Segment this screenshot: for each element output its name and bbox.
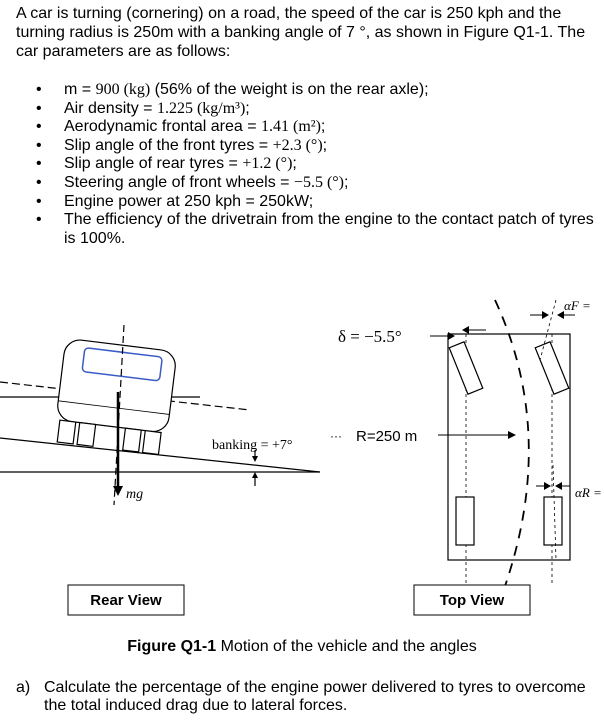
parameter-item: •Steering angle of front wheels = −5.5 (…: [36, 173, 349, 191]
question-a: a) Calculate the percentage of the engin…: [16, 679, 596, 715]
ellipsis-text: ···: [330, 429, 342, 443]
bullet-icon: •: [36, 136, 42, 154]
figure-q1-1: mg banking = +7° ··· Rear View: [0, 298, 602, 616]
bullet-icon: •: [36, 173, 42, 191]
question-label: a): [16, 679, 31, 696]
problem-intro: A car is turning (cornering) on a road, …: [16, 4, 596, 61]
mg-label: mg: [126, 487, 143, 502]
alpha-f-label: αF =: [564, 298, 591, 313]
car-body: [56, 339, 176, 456]
top-view-diagram: [430, 299, 575, 601]
rear-view-diagram: [0, 324, 321, 506]
rear-right-wheel: [543, 496, 563, 546]
banking-label: banking = +7°: [212, 438, 293, 453]
bullet-icon: •: [36, 155, 42, 173]
front-left-wheel: [448, 341, 484, 395]
banked-road-line: [0, 437, 321, 473]
bullet-icon: •: [36, 81, 42, 98]
bullet-icon: •: [36, 211, 42, 229]
rear-view-label: Rear View: [90, 592, 162, 609]
caption-bold: Figure Q1-1: [127, 638, 217, 655]
rear-left-wheel: [455, 496, 475, 546]
front-right-wheel: [534, 341, 570, 395]
intro-text: A car is turning (cornering) on a road, …: [16, 5, 586, 60]
turning-path: [494, 299, 530, 601]
delta-label: δ = −5.5°: [338, 327, 402, 346]
parameter-item: •Air density = 1.225 (kg/m³);: [36, 99, 250, 117]
bullet-icon: •: [36, 192, 42, 210]
question-text: Calculate the percentage of the engine p…: [44, 679, 586, 714]
bullet-icon: •: [36, 118, 42, 136]
parameter-item: •The efficiency of the drivetrain from t…: [36, 211, 594, 247]
top-view-label-box: Top View: [413, 584, 531, 616]
rear-view-label-box: Rear View: [67, 584, 185, 616]
bullet-icon: •: [36, 99, 42, 117]
parameter-item: •m = 900 (kg) (56% of the weight is on t…: [36, 81, 429, 98]
top-view-label: Top View: [440, 592, 505, 609]
figure-caption: Figure Q1-1 Motion of the vehicle and th…: [0, 638, 604, 656]
radius-label: R=250 m: [356, 428, 417, 445]
parameter-item: •Slip angle of the front tyres = +2.3 (°…: [36, 136, 328, 154]
parameter-item: •Engine power at 250 kph = 250kW;: [36, 192, 314, 210]
parameter-list: •m = 900 (kg) (56% of the weight is on t…: [36, 81, 596, 248]
caption-text: Motion of the vehicle and the angles: [216, 638, 477, 655]
parameter-item: •Aerodynamic frontal area = 1.41 (m²);: [36, 118, 326, 136]
alpha-r-label: αR =: [575, 485, 602, 500]
parameter-item: •Slip angle of rear tyres = +1.2 (°);: [36, 155, 297, 173]
